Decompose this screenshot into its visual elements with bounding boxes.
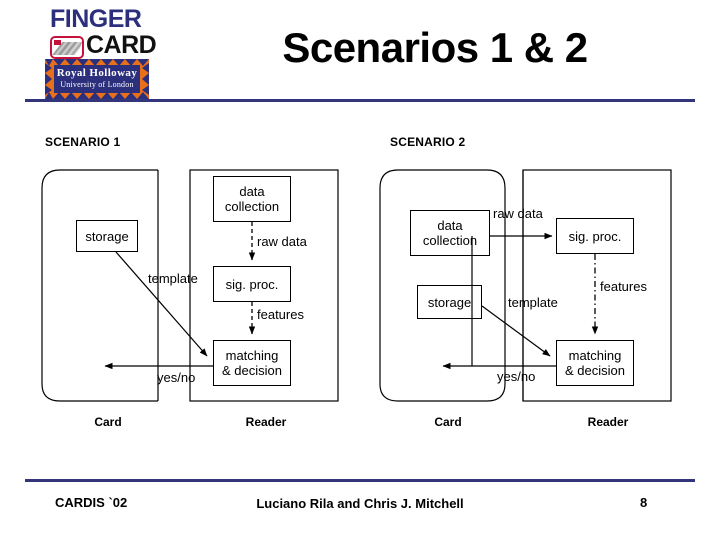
footer-divider [25,479,695,482]
s1-storage-label: storage [85,228,129,244]
s2-data-collection-line2: collection [422,233,478,248]
s1-edge-label-features: features [257,307,304,322]
s2-edge-label-yesno: yes/no [497,369,536,384]
s2-box-storage: storage [417,285,482,319]
footer-authors: Luciano Rila and Chris J. Mitchell [256,496,464,511]
scenario-1-heading: SCENARIO 1 [45,135,121,149]
royal-holloway-nameplate: Royal Holloway University of London [54,65,140,93]
s2-edge-label-template: template [508,295,558,310]
s1-sig-proc-label: sig. proc. [225,276,279,292]
s1-edge-label-yesno: yes/no [157,370,196,385]
s1-arrow-template [115,251,208,357]
smartcard-fingerprint-icon [50,36,84,59]
s1-card-outline [41,169,158,402]
s1-edge-label-template: template [148,271,198,286]
s2-arrow-template [481,305,551,357]
s2-matching-line2: & decision [565,363,625,378]
footer-page-number: 8 [640,495,648,510]
s2-box-sig-proc: sig. proc. [556,218,634,254]
page-title: Scenarios 1 & 2 [282,24,588,71]
s1-box-matching-decision: matching & decision [213,340,291,386]
s2-matching-line1: matching [568,348,622,363]
university-name: Royal Holloway [56,67,138,79]
s1-box-sig-proc: sig. proc. [213,266,291,302]
s1-edge-label-raw-data: raw data [257,234,307,249]
s1-reader-label: Reader [245,415,287,429]
s2-card-label: Card [434,415,462,429]
s1-card-label: Card [94,415,122,429]
university-subtitle: University of London [60,80,134,89]
s2-data-collection-line1: data [437,218,463,233]
fingercard-logo: FINGER CARD [42,5,162,99]
s1-box-data-collection: data collection [213,176,291,222]
s2-box-data-collection: data collection [410,210,490,256]
scenario-2-heading: SCENARIO 2 [390,135,466,149]
s1-box-storage: storage [76,220,138,252]
s1-matching-line1: matching [225,348,279,363]
footer-conference: CARDIS `02 [55,495,128,510]
s1-data-collection-line2: collection [224,199,280,214]
card-chip [54,40,61,45]
s2-storage-label: storage [427,294,472,310]
s2-box-matching-decision: matching & decision [556,340,634,386]
s1-data-collection-line1: data [239,184,265,199]
s2-reader-label: Reader [587,415,629,429]
royal-holloway-logo: Royal Holloway University of London [45,59,149,99]
header-divider [25,99,695,102]
logo-brand-card: CARD [86,31,157,59]
s2-edge-label-raw-data: raw data [493,206,543,221]
s2-edge-label-features: features [600,279,647,294]
logo-brand-finger: FINGER [50,5,142,33]
s1-matching-line2: & decision [222,363,282,378]
s2-sig-proc-label: sig. proc. [568,228,622,244]
